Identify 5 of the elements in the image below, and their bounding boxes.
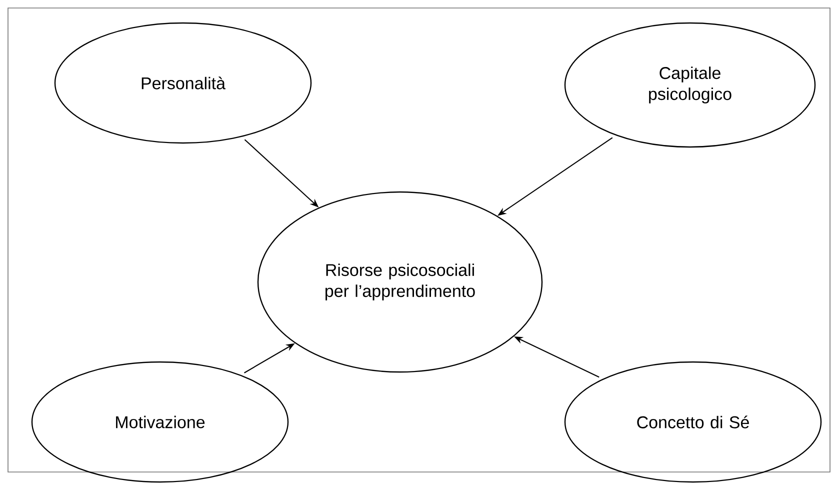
ellipse-node: Risorse psicosociali per l’apprendimento (257, 191, 543, 373)
ellipse-node: Concetto di Sé (564, 361, 822, 483)
ellipse-node: Personalità (54, 22, 312, 144)
ellipse-node: Capitale psicologico (564, 22, 816, 148)
ellipse-node: Motivazione (31, 361, 289, 483)
